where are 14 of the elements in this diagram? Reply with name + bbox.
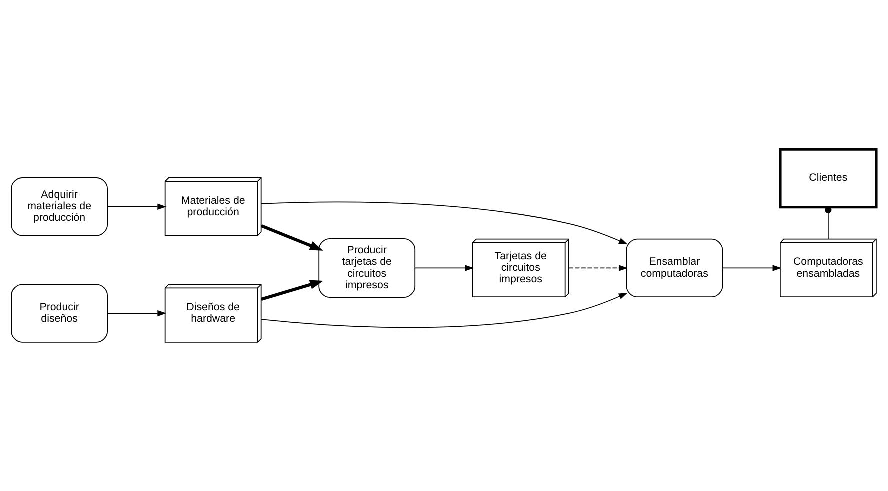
connector — [825, 206, 832, 240]
arrow — [260, 224, 324, 250]
arrow — [261, 292, 628, 328]
arrow — [414, 264, 474, 271]
arrow — [568, 264, 628, 271]
arrow — [107, 310, 167, 316]
node-box: Adquirir materiales de producción — [11, 177, 108, 236]
arrow — [107, 203, 167, 210]
node-box: Clientes — [779, 148, 878, 208]
arrow — [722, 264, 782, 271]
node-box: Ensamblar computadoras — [626, 238, 724, 298]
arrow — [261, 280, 324, 300]
node-box: Producir tarjetas de circuitos impresos — [318, 238, 416, 298]
node-box: Producir diseños — [11, 284, 108, 342]
